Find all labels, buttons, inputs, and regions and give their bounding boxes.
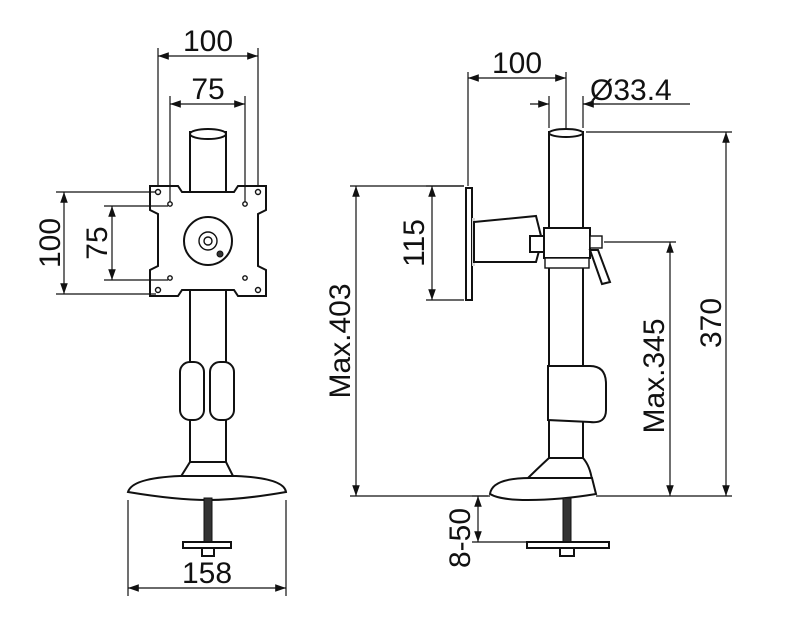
front-left-knob <box>179 361 205 421</box>
vesa-hole-outer-tr <box>254 188 262 196</box>
side-collar <box>543 227 591 259</box>
side-base-neck <box>523 457 594 481</box>
vesa-hole-inner-bl <box>167 275 173 281</box>
front-right-knob <box>209 361 235 421</box>
front-view: 100 75 100 75 158 <box>34 25 288 596</box>
side-base <box>488 477 598 502</box>
vesa-hub-pin <box>216 250 224 258</box>
side-offset-label: 100 <box>492 47 542 80</box>
front-pole-cap <box>189 128 227 140</box>
side-plate-height-label: 115 <box>398 219 431 267</box>
side-locking-lever <box>588 249 612 286</box>
vesa-hole-outer-tl <box>154 188 162 196</box>
side-knob <box>547 365 607 424</box>
front-hole-height-label: 75 <box>81 226 114 259</box>
side-clamp-knob <box>559 547 575 557</box>
vesa-hole-outer-br <box>254 286 262 294</box>
front-clamp-knob <box>201 547 215 557</box>
front-base-width-label: 158 <box>182 557 232 590</box>
front-base <box>126 475 288 502</box>
vesa-hole-inner-tl <box>167 201 173 207</box>
side-view: 100 Ø33.4 115 Max.403 Max.345 370 8-50 <box>324 47 732 568</box>
vesa-hole-inner-tr <box>242 201 248 207</box>
vesa-hole-outer-bl <box>154 286 162 294</box>
front-height-label: 100 <box>34 218 67 268</box>
front-width-label: 100 <box>183 25 233 58</box>
vesa-hole-inner-br <box>242 275 248 281</box>
side-max-mount-label: Max.345 <box>638 318 671 433</box>
side-pole-height-label: 370 <box>695 298 728 348</box>
side-clamp-screw <box>562 497 572 543</box>
front-clamp-screw <box>203 497 213 543</box>
side-mount-plate <box>465 187 473 301</box>
side-collar-screw <box>589 235 603 249</box>
side-pole-cap <box>548 128 584 138</box>
side-max-top-label: Max.403 <box>324 283 357 398</box>
vesa-hub-bolt <box>203 236 213 246</box>
side-clamp-range-label: 8-50 <box>444 508 477 568</box>
side-diameter-label: Ø33.4 <box>590 74 672 107</box>
side-collar-base <box>544 257 590 269</box>
front-hole-width-label: 75 <box>191 73 224 106</box>
